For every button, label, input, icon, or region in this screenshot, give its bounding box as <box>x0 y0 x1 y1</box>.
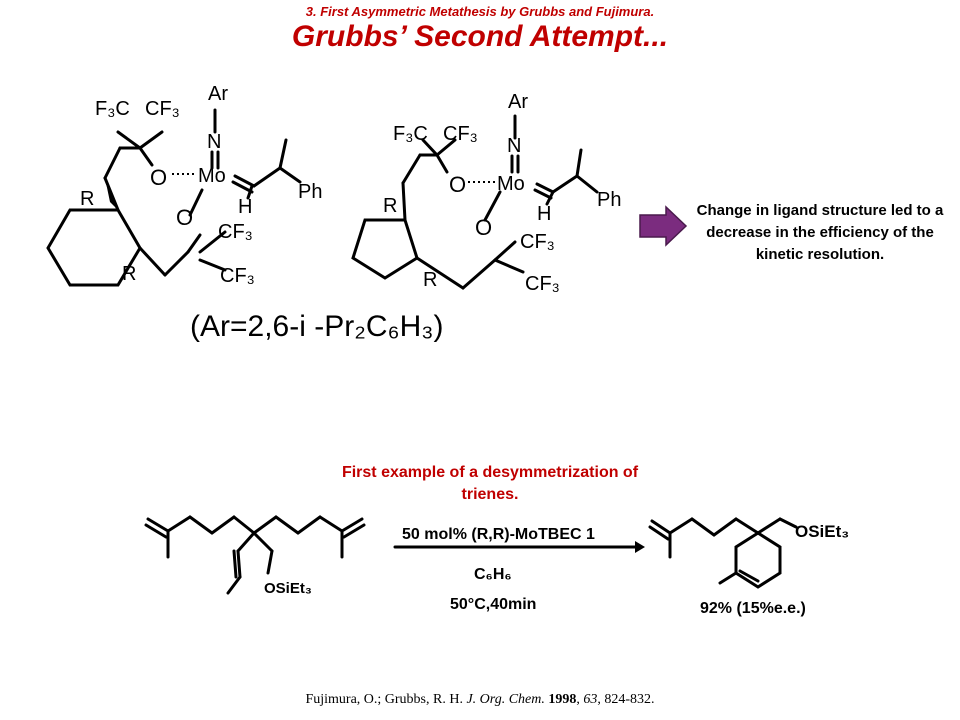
label-o-2: O <box>176 205 193 230</box>
label-cf3-mid: CF₃ <box>520 231 555 253</box>
label-ar: Ar <box>508 91 528 113</box>
ligand-change-note: Change in ligand structure led to a decr… <box>696 202 944 263</box>
desymmetrization-caption: First example of a desymmetrization of t… <box>341 464 639 503</box>
label-o-2: O <box>475 215 492 240</box>
citation-pages: 824-832. <box>604 692 655 707</box>
label-ar: Ar <box>208 83 228 105</box>
citation-volume: 63 <box>583 692 598 707</box>
product-osiet3: OSiEt₃ <box>795 522 849 541</box>
label-r-1: R <box>80 188 94 210</box>
ar-definition: (Ar=2,6-i -Pr₂C₆H₃) <box>190 310 444 343</box>
citation: Fujimura, O.; Grubbs, R. H. J. Org. Chem… <box>305 692 655 707</box>
yield-label: 92% (15%e.e.) <box>700 600 806 617</box>
citation-year: 1998 <box>548 692 577 707</box>
citation-journal: J. Org. Chem. <box>466 692 545 707</box>
label-r-1: R <box>383 195 397 217</box>
label-h: H <box>238 196 252 218</box>
label-cf3-bottom: CF₃ <box>525 273 560 295</box>
label-n: N <box>207 131 221 153</box>
label-o-1: O <box>150 165 167 190</box>
label-f3c: F₃C <box>95 98 130 120</box>
label-o-1: O <box>449 172 466 197</box>
reaction-scheme: OSiEt₃ 50 mol% (R,R)-MoTBEC 1 C₆H₆ 50°C,… <box>144 515 849 617</box>
solvent-label: C₆H₆ <box>474 566 512 583</box>
label-ph: Ph <box>597 189 621 211</box>
slide-title: Grubbs’ Second Attempt... <box>291 20 669 53</box>
catalyst-structure-cyclohexyl: F₃C CF₃ Ar N O Mo O H Ph CF₃ CF₃ R R <box>46 83 322 287</box>
label-r-2: R <box>122 263 136 285</box>
label-mo: Mo <box>198 165 226 187</box>
label-cf3-bottom: CF₃ <box>220 265 255 287</box>
label-cf3-top: CF₃ <box>443 123 478 145</box>
label-cf3-mid: CF₃ <box>218 221 253 243</box>
conditions-label: 50°C,40min <box>450 596 536 613</box>
label-mo: Mo <box>497 173 525 195</box>
label-r-2: R <box>423 269 437 291</box>
reactant-osiet3: OSiEt₃ <box>264 580 312 597</box>
label-n: N <box>507 135 521 157</box>
label-ph: Ph <box>298 181 322 203</box>
citation-authors: Fujimura, O.; Grubbs, R. H. <box>305 692 463 707</box>
catalyst-structure-cyclopentyl: F₃C CF₃ Ar N O Mo O H Ph CF₃ CF₃ R R <box>351 91 621 295</box>
label-cf3-top: CF₃ <box>145 98 180 120</box>
reagent-label: 50 mol% (R,R)-MoTBEC 1 <box>402 526 595 543</box>
label-f3c: F₃C <box>393 123 428 145</box>
right-arrow-icon <box>639 205 688 247</box>
label-h: H <box>537 203 551 225</box>
slide-subtitle: 3. First Asymmetric Metathesis by Grubbs… <box>305 4 655 19</box>
